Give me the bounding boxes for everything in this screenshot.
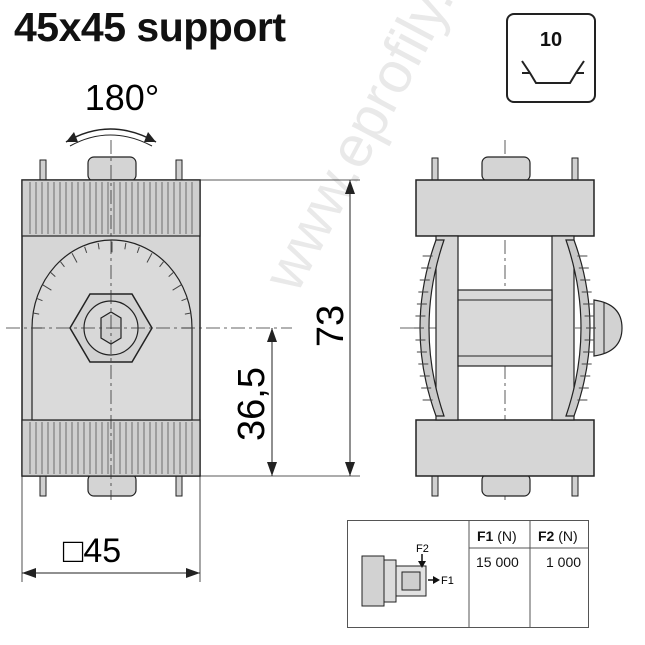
f1-diagram-label: F1 [441,575,454,587]
header-f1: F1 (N) [477,528,517,544]
header-f2: F2 (N) [538,528,578,544]
height-dimension-label: 73 [310,305,352,347]
rib-line [71,252,78,263]
slot-size-badge: 10 [506,13,596,103]
page-title: 45x45 support [14,4,286,50]
header-f2-unit: (N) [554,528,578,544]
side-bolt-icon [593,299,623,357]
load-capacity-table: F1 (N) F2 (N) 15 000 1 000 [347,520,589,628]
side-view [400,140,623,500]
value-f2: 1 000 [546,554,582,570]
rib-line [60,261,65,268]
f2-arrow-icon [418,561,426,568]
rib-line [168,272,174,277]
rib-line [42,284,52,291]
rib-line [124,242,127,250]
f2-diagram-label: F2 [416,543,429,555]
rib-line [50,272,56,277]
rib-line [84,246,88,254]
rib-line [146,252,153,263]
rotation-angle-label: 180° [85,77,159,118]
rib-line [172,284,182,291]
rib-line [97,242,100,250]
rib-line [36,297,43,302]
slot-size-number: 10 [539,29,563,51]
width-dimension-label: □45 [63,532,121,570]
ribs-bottom [29,422,193,474]
slot-profile-icon [521,60,585,84]
rib-line [181,297,188,302]
value-f1: 15 000 [476,554,519,570]
half-height-dimension-label: 36,5 [231,367,273,441]
rib-line [33,312,40,315]
f1-arrow-icon [433,576,440,584]
header-f2-label: F2 [538,528,555,544]
rib-line [159,261,164,268]
ribs-top [29,182,193,234]
header-f1-label: F1 [477,528,494,544]
rib-line [184,312,191,315]
load-diagram: F2 F1 [361,520,589,628]
header-f1-unit: (N) [493,528,517,544]
side-scale-ticks [414,255,596,401]
rib-line [136,246,140,254]
front-view: 180° 73 36,5 □45 [6,77,360,582]
